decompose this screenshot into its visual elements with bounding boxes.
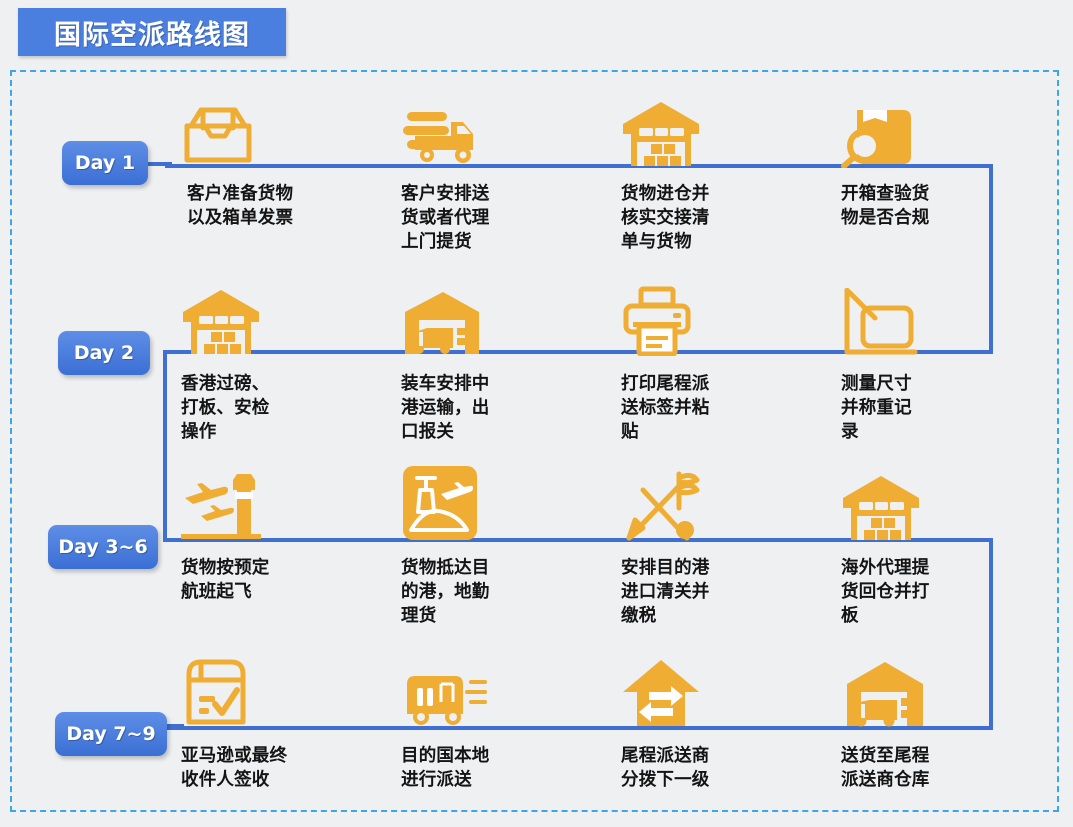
step-1-3-label: 货物进仓并 核实交接清 单与货物 [621, 184, 710, 253]
step-4-3-label: 尾程派送商 分拨下一级 [621, 746, 710, 791]
step-3-3-label: 安排目的港 进口清关并 缴税 [621, 558, 710, 627]
day-label-4: Day 7~9 [55, 712, 167, 756]
step-2-4-label: 测量尺寸 并称重记 录 [841, 374, 912, 443]
step-1-2-label: 客户安排送 货或者代理 上门提货 [401, 184, 490, 253]
step-4-3: 尾程派送商 分拨下一级 [605, 652, 825, 792]
connector-row3-bottom [163, 726, 993, 730]
connector-row3-right [989, 538, 993, 730]
airport-tower-departure-icon [165, 466, 385, 542]
step-4-4: 送货至尾程 派送商仓库 [825, 652, 1045, 792]
connector-row2-bottom [163, 538, 993, 542]
open-box-tray-icon [165, 92, 385, 168]
timeline-row-4: 亚马逊或最终 收件人签收 [165, 652, 1045, 792]
warehouse-truck-delivery-icon [825, 652, 1045, 728]
step-2-1: 香港过磅、 打板、安检 操作 [165, 280, 385, 444]
connector-row2-left [163, 350, 167, 542]
airport-arrival-tile-icon [385, 466, 605, 542]
day-label-2-text: Day 2 [73, 342, 135, 364]
step-2-2-label: 装车安排中 港运输，出 口报关 [401, 374, 490, 443]
step-1-4-label: 开箱查验货 物是否合规 [841, 184, 930, 229]
connector-row1-right [989, 164, 993, 354]
step-3-2-label: 货物抵达目 的港，地勤 理货 [401, 558, 490, 627]
delivery-truck-icon [385, 92, 605, 168]
step-3-1-label: 货物按预定 航班起飞 [181, 558, 270, 603]
measure-dimensions-icon [825, 280, 1045, 356]
step-3-1: 货物按预定 航班起飞 [165, 466, 385, 628]
connector-day4-stub [160, 724, 184, 728]
step-1-1: 客户准备货物 以及箱单发票 [165, 92, 385, 254]
step-1-3: 货物进仓并 核实交接清 单与货物 [605, 92, 825, 254]
page-title: 国际空派路线图 [54, 19, 250, 51]
day-label-4-text: Day 7~9 [66, 723, 156, 745]
timeline-row-1: 客户准备货物 以及箱单发票 [165, 92, 1045, 254]
day-label-2: Day 2 [58, 331, 150, 375]
step-2-2: 装车安排中 港运输，出 口报关 [385, 280, 605, 444]
step-1-1-label: 客户准备货物 以及箱单发票 [187, 184, 294, 229]
step-2-4: 测量尺寸 并称重记 录 [825, 280, 1045, 444]
step-4-1: 亚马逊或最终 收件人签收 [165, 652, 385, 792]
day-label-1: Day 1 [62, 141, 148, 185]
overseas-warehouse-icon [825, 466, 1045, 542]
step-2-3-label: 打印尾程派 送标签并粘 贴 [621, 374, 710, 443]
step-2-3: 打印尾程派 送标签并粘 贴 [605, 280, 825, 444]
page-title-banner: 国际空派路线图 [18, 8, 286, 56]
step-3-4-label: 海外代理提 货回仓并打 板 [841, 558, 930, 627]
warehouse-pallets-icon [165, 280, 385, 356]
customs-clearance-icon [605, 466, 825, 542]
step-1-2: 客户安排送 货或者代理 上门提货 [385, 92, 605, 254]
day-label-3-text: Day 3~6 [58, 536, 148, 558]
connector-row1-top [165, 164, 993, 168]
step-3-3: 安排目的港 进口清关并 缴税 [605, 466, 825, 628]
printer-icon [605, 280, 825, 356]
package-signed-check-icon [165, 652, 385, 728]
connector-day1-stub [148, 162, 172, 166]
step-4-4-label: 送货至尾程 派送商仓库 [841, 746, 930, 791]
step-2-1-label: 香港过磅、 打板、安检 操作 [181, 374, 270, 443]
step-4-1-label: 亚马逊或最终 收件人签收 [181, 746, 288, 791]
warehouse-icon [605, 92, 825, 168]
timeline-row-2: 香港过磅、 打板、安检 操作 [165, 280, 1045, 444]
step-3-2: 货物抵达目 的港，地勤 理货 [385, 466, 605, 628]
step-1-4: 开箱查验货 物是否合规 [825, 92, 1045, 254]
box-inspect-magnifier-icon [825, 92, 1045, 168]
step-3-4: 海外代理提 货回仓并打 板 [825, 466, 1045, 628]
step-4-2: 目的国本地 进行派送 [385, 652, 605, 792]
connector-row1-bottom [163, 350, 993, 354]
step-4-2-label: 目的国本地 进行派送 [401, 746, 490, 791]
day-label-1-text: Day 1 [74, 152, 136, 174]
day-label-3: Day 3~6 [48, 525, 158, 569]
local-delivery-van-icon [385, 652, 605, 728]
distribution-exchange-icon [605, 652, 825, 728]
warehouse-loading-truck-icon [385, 280, 605, 356]
timeline-row-3: 货物按预定 航班起飞 货物抵达目 的港，地勤 理货 [165, 466, 1045, 628]
